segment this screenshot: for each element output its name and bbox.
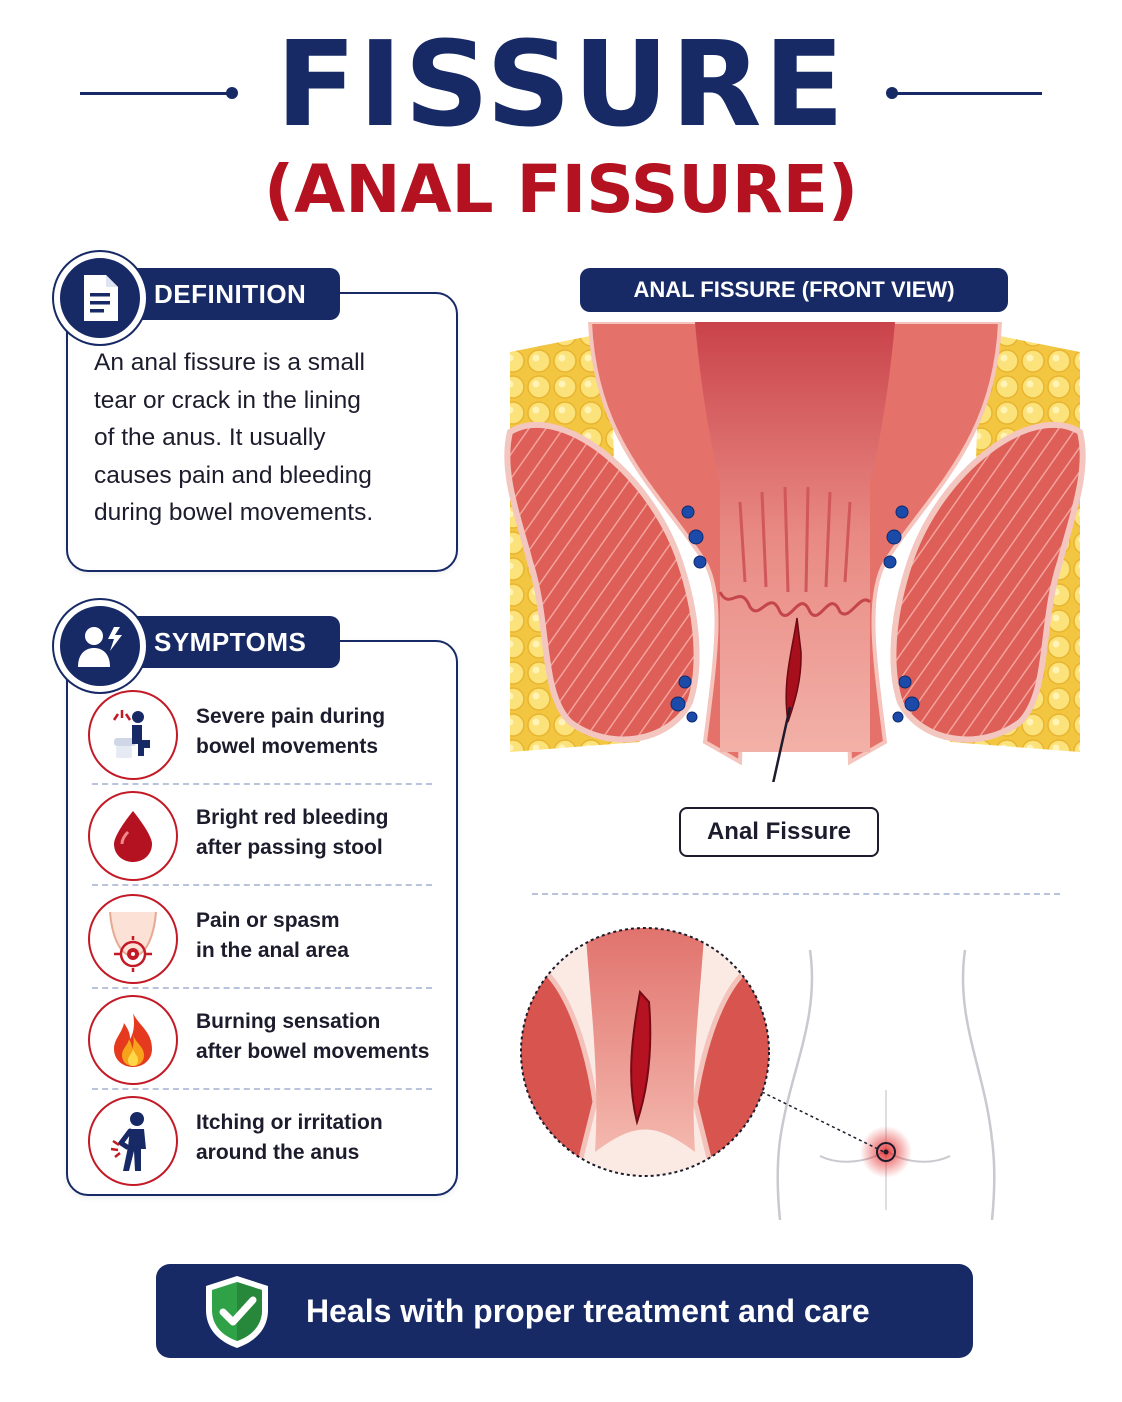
- symptom-text: Pain or spasm in the anal area: [196, 906, 446, 966]
- symptom-item: Itching or irritation around the anus: [86, 1090, 436, 1190]
- zoom-connector-line: [761, 1091, 885, 1153]
- callout-leader-line: [772, 706, 792, 782]
- symptom-divider: [92, 987, 432, 989]
- fissure-tear: [785, 617, 802, 723]
- page-title: FISSURE: [275, 15, 847, 153]
- section-divider: [532, 893, 1060, 895]
- symptom-divider: [92, 884, 432, 886]
- footer-banner: Heals with proper treatment and care: [156, 1264, 973, 1358]
- definition-line: during bowel movements.: [94, 499, 374, 526]
- symptom-item: Burning sensation after bowel movements: [86, 989, 436, 1089]
- blood-vessels-right: [883, 505, 920, 723]
- fissure-callout-label: Anal Fissure: [679, 807, 879, 857]
- title-rule-left: [80, 92, 230, 95]
- title-rule-right: [892, 92, 1042, 95]
- body-back-view: [776, 949, 996, 1220]
- symptom-item: Bright red bleeding after passing stool: [86, 785, 436, 885]
- symptom-divider: [92, 1088, 432, 1090]
- symptom-text: Itching or irritation around the anus: [196, 1108, 446, 1168]
- symptom-line: in the anal area: [196, 939, 349, 962]
- title-rule-left-dot: [226, 87, 238, 99]
- person-pain-icon: [54, 600, 146, 692]
- document-icon: [54, 252, 146, 344]
- pain-location-marker: [876, 1142, 896, 1162]
- muscle-left: [504, 422, 700, 743]
- symptom-line: Itching or irritation: [196, 1111, 383, 1134]
- symptom-text: Severe pain during bowel movements: [196, 702, 446, 762]
- title-rule-right-dot: [886, 87, 898, 99]
- symptom-line: after bowel movements: [196, 1040, 430, 1063]
- symptom-line: bowel movements: [196, 735, 379, 758]
- page-subtitle: (ANAL FISSURE): [264, 151, 858, 228]
- symptom-item: Pain or spasm in the anal area: [86, 888, 436, 988]
- symptom-text: Burning sensation after bowel movements: [196, 1007, 446, 1067]
- definition-text: An anal fissure is a small tear or crack…: [94, 344, 434, 532]
- definition-card: [66, 292, 458, 572]
- symptom-divider: [92, 783, 432, 785]
- canal-folds: [718, 591, 872, 617]
- blood-vessels-left: [670, 505, 707, 723]
- itching-person-icon: [88, 1096, 178, 1186]
- definition-line: tear or crack in the lining: [94, 386, 361, 414]
- symptom-line: Pain or spasm: [196, 909, 340, 932]
- symptom-line: Severe pain during: [196, 705, 386, 728]
- symptom-line: Burning sensation: [196, 1010, 381, 1033]
- muscle-right: [890, 422, 1086, 743]
- canal-columns: [738, 486, 852, 593]
- target-pain-icon: [88, 894, 178, 984]
- shield-check-icon: [206, 1276, 268, 1348]
- definition-line: causes pain and bleeding: [94, 461, 372, 489]
- diagram-heading: ANAL FISSURE (FRONT VIEW): [580, 268, 1008, 312]
- symptom-line: Bright red bleeding: [196, 806, 389, 829]
- symptom-item: Severe pain during bowel movements: [86, 684, 436, 784]
- symptom-text: Bright red bleeding after passing stool: [196, 803, 446, 863]
- definition-line: of the anus. It usually: [94, 424, 326, 451]
- footer-text: Heals with proper treatment and care: [306, 1293, 870, 1329]
- flame-icon: [88, 995, 178, 1085]
- definition-line: An anal fissure is a small: [94, 349, 365, 376]
- anatomy-zoom-circle: [520, 927, 770, 1177]
- symptom-line: around the anus: [196, 1141, 360, 1164]
- symptom-line: after passing stool: [196, 836, 383, 859]
- anatomy-front-view: [504, 322, 1086, 782]
- anal-canal: [695, 322, 895, 752]
- toilet-pain-icon: [88, 690, 178, 780]
- blood-drop-icon: [88, 791, 178, 881]
